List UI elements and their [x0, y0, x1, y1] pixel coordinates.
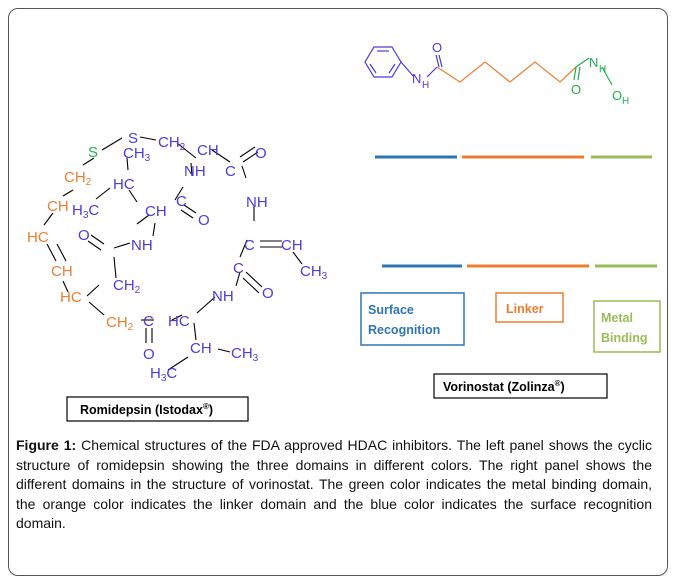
svg-text:NH: NH [212, 288, 234, 305]
svg-text:HC: HC [60, 289, 82, 306]
svg-text:CH2: CH2 [158, 134, 186, 153]
svg-text:HC: HC [27, 229, 49, 246]
svg-text:CH3: CH3 [123, 145, 151, 164]
vorinostat-label: Vorinostat (Zolinza®) [443, 379, 565, 394]
svg-text:O: O [198, 212, 210, 229]
romidepsin-structure: S CH2 S CH2 CH HC CH HC CH2 CH3 HC H3C C… [27, 130, 328, 422]
svg-text:Surface: Surface [368, 303, 414, 317]
svg-text:CH: CH [145, 203, 167, 220]
vorinostat-structure: O N H N H O O H Surface Recognition Link… [360, 40, 661, 399]
svg-text:CH3: CH3 [231, 345, 259, 364]
svg-text:C: C [143, 313, 154, 330]
svg-text:H3C: H3C [150, 365, 177, 384]
svg-text:C: C [233, 260, 244, 277]
svg-text:CH2: CH2 [64, 169, 92, 188]
svg-text:O: O [262, 285, 274, 302]
svg-text:HC: HC [113, 176, 135, 193]
svg-text:CH2: CH2 [113, 277, 141, 296]
svg-text:CH2: CH2 [106, 314, 134, 333]
linker-box: Linker [495, 292, 564, 323]
caption-text: Chemical structures of the FDA approved … [16, 437, 653, 532]
figure-caption: Figure 1: Chemical structures of the FDA… [16, 436, 652, 534]
svg-text:CH: CH [190, 340, 212, 357]
svg-text:HC: HC [168, 313, 190, 330]
svg-text:C: C [244, 237, 255, 254]
svg-text:Binding: Binding [601, 331, 648, 345]
svg-text:H: H [599, 64, 606, 75]
figure-frame [8, 8, 668, 576]
svg-text:H3C: H3C [72, 202, 99, 221]
svg-text:NH: NH [131, 237, 153, 254]
svg-text:CH: CH [197, 142, 219, 159]
svg-text:O: O [571, 82, 581, 97]
svg-text:Metal: Metal [601, 311, 633, 325]
svg-text:O: O [78, 227, 90, 244]
romidepsin-label: Romidepsin (Istodax®) [80, 402, 213, 417]
svg-text:C: C [225, 163, 236, 180]
caption-label: Figure 1: [16, 437, 77, 453]
svg-text:O: O [432, 40, 442, 55]
metal-binding-box: Metal Binding [593, 300, 661, 353]
svg-text:Linker: Linker [506, 302, 544, 316]
svg-text:CH: CH [47, 198, 69, 215]
svg-text:N: N [412, 71, 421, 86]
svg-text:S: S [88, 144, 98, 161]
svg-text:CH3: CH3 [300, 263, 328, 282]
svg-text:O: O [143, 346, 155, 363]
svg-text:NH: NH [184, 163, 206, 180]
svg-text:O: O [612, 88, 622, 103]
svg-text:H: H [422, 80, 429, 91]
svg-text:CH: CH [281, 237, 303, 254]
svg-text:H: H [622, 96, 629, 107]
svg-text:N: N [589, 55, 598, 70]
svg-text:C: C [176, 193, 187, 210]
svg-text:O: O [255, 145, 267, 162]
svg-text:Recognition: Recognition [368, 323, 440, 337]
svg-text:NH: NH [246, 194, 268, 211]
surface-recognition-box: Surface Recognition [360, 292, 465, 346]
svg-text:S: S [128, 130, 138, 147]
svg-text:CH: CH [51, 263, 73, 280]
